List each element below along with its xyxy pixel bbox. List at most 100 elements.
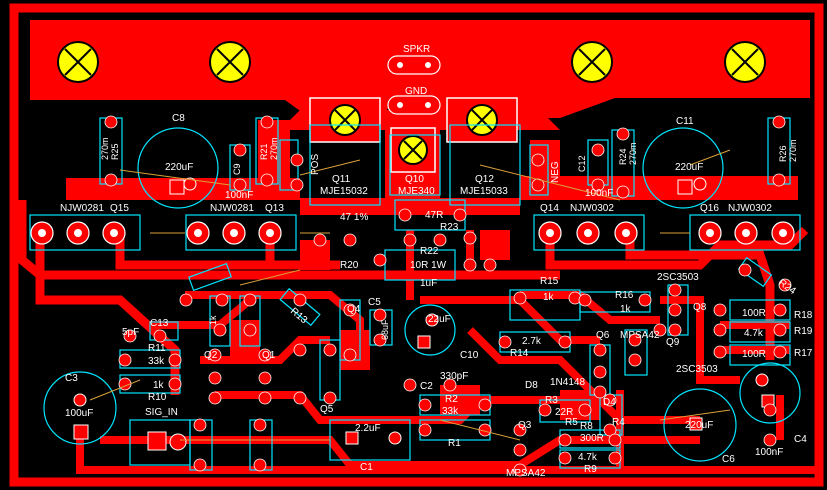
label-c2: C2 [420, 381, 433, 392]
label-q4: Q4 [347, 304, 361, 315]
label-c10: C10 [460, 350, 479, 361]
label-q9: Q9 [666, 337, 680, 348]
label-c6-value: 220uF [685, 420, 713, 431]
label-q8: Q8 [693, 302, 707, 313]
mounting-holes [57, 41, 766, 173]
label-r4: R4 [612, 417, 625, 428]
label-r1: R1 [448, 438, 461, 449]
label-r21-value: 270m [269, 137, 279, 160]
label-q5: Q5 [320, 404, 334, 415]
label-r15: R15 [540, 276, 559, 287]
label-r17-value: 100R [742, 349, 766, 360]
label-r3-value: 22R [555, 407, 573, 418]
label-c10-value: 22uF [428, 314, 451, 325]
label-c14-value: 1uF [420, 278, 437, 289]
spkr-gnd-pads [387, 55, 441, 115]
label-c5-value: 68uF [380, 319, 390, 340]
label-r15-value: 1k [543, 292, 555, 303]
label-neg: NEG [550, 161, 561, 183]
label-r8-value: 300R [580, 433, 604, 444]
label-q12: Q12 [475, 174, 494, 185]
label-c8: C8 [172, 113, 185, 124]
silkscreen-labels: SPKR GND C8 C11 R25 270m R26 270m R21 27… [60, 44, 813, 479]
label-c11-value: 220uF [675, 162, 703, 173]
label-q12-value: MJE15033 [460, 186, 508, 197]
label-r10-value: 1k [153, 380, 165, 391]
label-q3: Q3 [518, 420, 532, 431]
label-r11: R11 [148, 343, 166, 354]
label-q10-value: MJE340 [398, 186, 435, 197]
label-c5: C5 [368, 297, 381, 308]
label-c4-value: 100nF [755, 447, 783, 458]
label-r24: R24 [618, 148, 628, 165]
label-pos: POS [310, 154, 321, 175]
label-c2-value: 330pF [440, 371, 468, 382]
label-r16: R16 [615, 290, 634, 301]
label-njw0302-b: NJW0302 [728, 203, 772, 214]
label-2sc3503-b: 2SC3503 [676, 364, 718, 375]
label-c9: C9 [232, 163, 242, 175]
label-q15: Q15 [110, 203, 129, 214]
label-r14-value: 2.7k [522, 336, 542, 347]
label-mpsa42-b: MPSA42 [506, 468, 546, 479]
label-r12-value: 1k [208, 315, 218, 325]
label-r26: R26 [778, 145, 788, 162]
label-r2-value: 33k [442, 406, 459, 417]
label-d8: D8 [525, 380, 538, 391]
label-r23-value: 47R [425, 210, 443, 221]
label-q10: Q10 [405, 174, 424, 185]
label-r9: R9 [584, 464, 597, 475]
label-r25-value: 270m [100, 137, 110, 160]
label-r23: R23 [440, 222, 459, 233]
label-c1: C1 [360, 462, 373, 473]
label-sig-in: SIG_IN [145, 407, 178, 418]
label-c13-value: 5pF [122, 327, 139, 338]
label-q1: Q1 [262, 350, 276, 361]
label-r9-value: 4.7k [578, 452, 598, 463]
label-r8: R8 [580, 421, 593, 432]
label-c8-value: 220uF [165, 162, 193, 173]
label-2sc3503-a: 2SC3503 [657, 272, 699, 283]
label-c12-value: 100nF [585, 188, 613, 199]
label-mpsa42-a: MPSA42 [620, 330, 660, 341]
label-r17: R17 [794, 348, 813, 359]
label-c3: C3 [65, 373, 78, 384]
label-r10: R10 [148, 392, 167, 403]
small-vias [104, 115, 792, 477]
label-d4: D4 [603, 397, 616, 408]
label-gnd: GND [405, 86, 427, 97]
label-r26-value: 270m [788, 139, 798, 162]
label-q11-value: MJE15032 [320, 186, 368, 197]
label-r20: R20 [340, 260, 359, 271]
label-c9-value: 100nF [225, 190, 253, 201]
label-r18-value: 100R [742, 308, 766, 319]
label-q6: Q6 [596, 330, 610, 341]
label-q16: Q16 [700, 203, 719, 214]
label-r18: R18 [794, 310, 813, 321]
label-r19: R19 [794, 326, 813, 337]
label-r22-value: 10R 1W [410, 260, 447, 271]
ratsnest-lines [89, 149, 731, 441]
label-njw0302-a: NJW0302 [570, 203, 614, 214]
label-spkr: SPKR [403, 44, 430, 55]
label-r16-value: 1k [620, 304, 632, 315]
label-q14: Q14 [540, 203, 559, 214]
label-c6: C6 [722, 454, 735, 465]
label-q11: Q11 [332, 174, 351, 185]
label-c11: C11 [676, 116, 694, 127]
label-r22: R22 [420, 246, 439, 257]
label-r20-value: 47 1% [340, 212, 368, 223]
label-r19-value: 4.7k [744, 328, 764, 339]
label-r11-value: 33k [148, 356, 165, 367]
label-r5: R5 [565, 417, 578, 428]
label-r21: R21 [259, 143, 269, 160]
label-c4: C4 [794, 434, 807, 445]
label-r3: R3 [545, 395, 558, 406]
label-r24-value: 270m [628, 142, 638, 165]
label-r2: R2 [445, 394, 458, 405]
label-c3-value: 100uF [65, 408, 93, 419]
label-njw0281-b: NJW0281 [210, 203, 254, 214]
label-njw0281-a: NJW0281 [60, 203, 104, 214]
label-c1-value: 2.2uF [355, 423, 381, 434]
